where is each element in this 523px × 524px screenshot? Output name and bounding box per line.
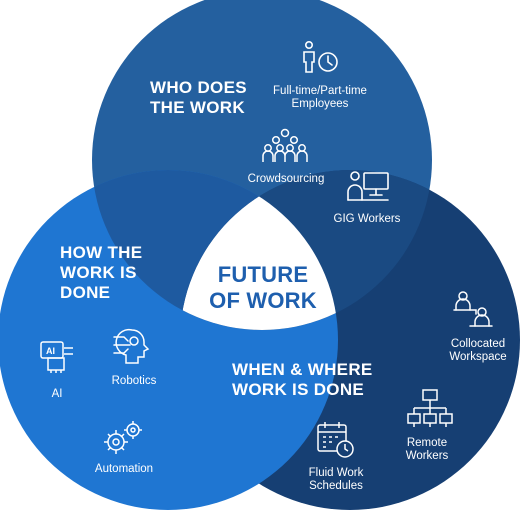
when-item-collocated: Collocated Workspace (449, 338, 507, 363)
who-item-employees: Full-time/Part-time Employees (273, 85, 367, 110)
who-item-gig: GIG Workers (333, 213, 401, 225)
person-computer-icon (347, 171, 389, 201)
who-item-crowdsourcing: Crowdsourcing (247, 173, 325, 185)
calendar-clock-icon (317, 422, 354, 458)
who-heading: WHO DOES THE WORK (150, 78, 247, 117)
center-region (180, 170, 338, 330)
gears-icon (104, 421, 142, 454)
ai-chip-icon: AI (40, 341, 73, 373)
when-heading: WHEN & WHERE WORK IS DONE (232, 360, 373, 399)
person-clock-icon (303, 40, 338, 73)
when-item-remote: Remote Workers (405, 437, 449, 462)
svg-text:AI: AI (46, 346, 55, 356)
network-computers-icon (407, 389, 453, 427)
how-item-ai: AI (51, 388, 63, 400)
robot-head-icon (113, 328, 150, 364)
center-title: FUTURE OF WORK (209, 262, 317, 313)
how-item-robotics: Robotics (111, 375, 157, 387)
when-item-fluid: Fluid Work Schedules (308, 467, 364, 492)
coworkers-icon (453, 291, 493, 327)
crowd-icon (262, 128, 308, 162)
how-item-automation: Automation (94, 463, 154, 475)
how-heading: HOW THE WORK IS DONE (60, 243, 143, 302)
